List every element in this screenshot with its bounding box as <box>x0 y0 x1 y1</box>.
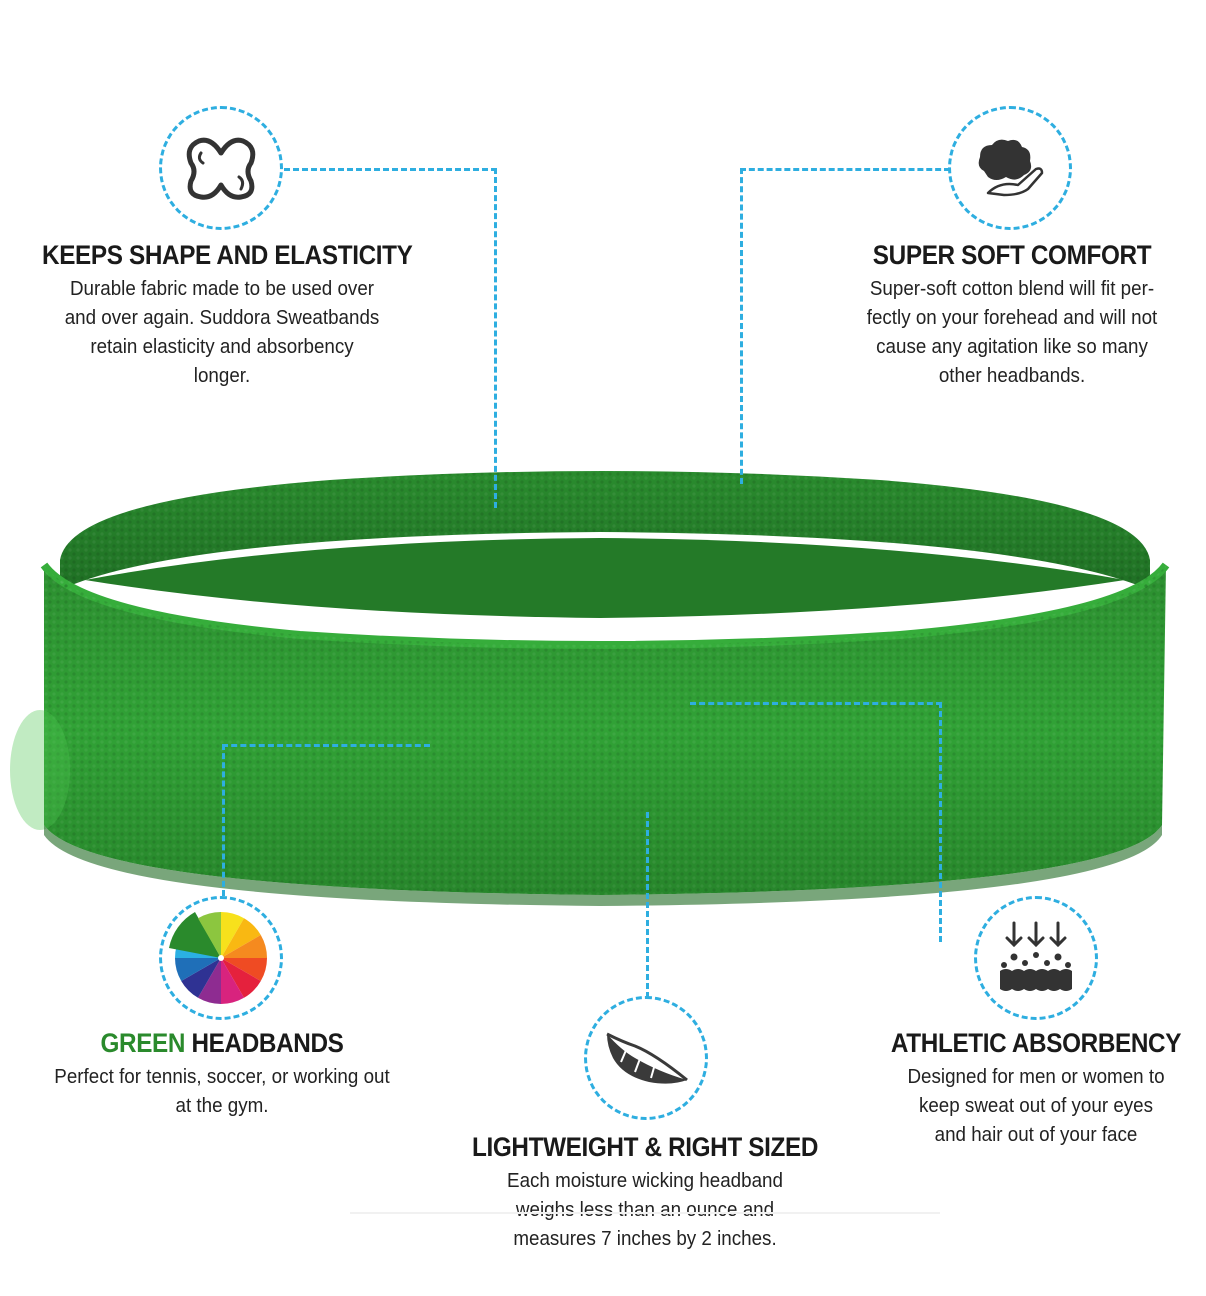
connector-line <box>740 168 743 484</box>
feature-description: Perfect for tennis, soccer, or working o… <box>25 1063 420 1121</box>
feature-lightweight: LIGHTWEIGHT & RIGHT SIZED Each moisture … <box>440 1132 850 1254</box>
feature-description: Each moisture wicking headband weighs le… <box>452 1167 837 1254</box>
color-word: GREEN <box>100 1028 186 1058</box>
desc-line: Perfect for tennis, soccer, or working o… <box>54 1066 390 1088</box>
desc-line: other headbands. <box>938 365 1086 387</box>
desc-line: retain elasticity and absorbency <box>90 336 354 358</box>
feature-title: SUPER SOFT COMFORT <box>872 240 1152 270</box>
desc-line: longer. <box>193 365 251 387</box>
connector-line <box>646 812 649 998</box>
feature-title: ATHLETIC ABSORBENCY <box>890 1028 1182 1058</box>
connector-line <box>284 168 497 171</box>
connector-line <box>690 702 942 705</box>
desc-line: weighs less than an ounce and <box>515 1199 775 1221</box>
feature-athletic-absorbency: ATHLETIC ABSORBENCY Designed for men or … <box>846 1028 1206 1150</box>
desc-line: measures 7 inches by 2 inches. <box>513 1228 777 1250</box>
color-wheel-icon <box>169 912 267 1004</box>
desc-line: Designed for men or women to <box>907 1066 1165 1088</box>
floor-shadow <box>350 1212 940 1214</box>
elastic-band-icon <box>186 137 256 200</box>
feature-green-headbands: GREEN HEADBANDS Perfect for tennis, socc… <box>12 1028 432 1121</box>
shape-icon-circle <box>159 106 283 230</box>
absorbency-icon-circle <box>974 896 1098 1020</box>
desc-line: and hair out of your face <box>934 1124 1138 1146</box>
soft-icon-circle <box>948 106 1072 230</box>
feature-super-soft: SUPER SOFT COMFORT Super-soft cotton ble… <box>812 240 1206 391</box>
feature-title: GREEN HEADBANDS <box>33 1028 411 1059</box>
desc-line: keep sweat out of your eyes <box>918 1095 1154 1117</box>
desc-line: Super-soft cotton blend will fit per- <box>869 278 1155 300</box>
connector-line <box>222 744 430 747</box>
connector-line <box>222 744 225 896</box>
connector-line <box>939 702 942 942</box>
feature-keeps-shape: KEEPS SHAPE AND ELASTICITY Durable fabri… <box>22 240 422 391</box>
title-rest: HEADBANDS <box>191 1028 344 1058</box>
desc-line: Each moisture wicking headband <box>507 1170 783 1192</box>
green-headband-image <box>10 471 1170 906</box>
connector-line <box>494 168 497 508</box>
feature-description: Designed for men or women to keep sweat … <box>857 1063 1206 1150</box>
feature-description: Durable fabric made to be used over and … <box>34 275 410 391</box>
hand-holding-cotton-icon <box>978 139 1044 197</box>
absorption-arrows-icon <box>1000 921 1072 991</box>
lightweight-icon-circle <box>584 996 708 1120</box>
desc-line: cause any agitation like so many <box>876 336 1148 358</box>
feature-title: KEEPS SHAPE AND ELASTICITY <box>42 240 413 270</box>
feature-title: LIGHTWEIGHT & RIGHT SIZED <box>471 1132 819 1162</box>
desc-line: at the gym. <box>175 1095 269 1117</box>
feature-description: Super-soft cotton blend will fit per- fe… <box>824 275 1200 391</box>
desc-line: Durable fabric made to be used over <box>69 278 375 300</box>
desc-line: and over again. Suddora Sweatbands <box>64 307 380 329</box>
desc-line: fectly on your forehead and will not <box>866 307 1158 329</box>
green-icon-circle <box>159 896 283 1020</box>
connector-line <box>740 168 950 171</box>
feather-icon <box>606 1032 688 1084</box>
